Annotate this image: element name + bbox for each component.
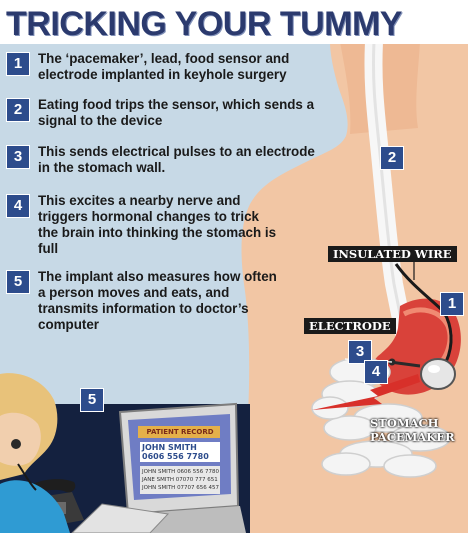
body-diagram	[0, 44, 468, 533]
screen-table-rows: JOHN SMITH 0606 556 7780 JANE SMITH 0707…	[142, 468, 220, 492]
step-1: 1 The ‘pacemaker’, lead, food sensor and…	[6, 51, 316, 88]
insulated-wire-label: INSULATED WIRE	[328, 246, 457, 262]
step-2-badge: 2	[6, 98, 30, 122]
keyboard	[71, 503, 170, 533]
screen-row1-num: 0606 556 7780	[177, 469, 220, 475]
diagram-badge-2: 2	[380, 146, 404, 170]
screen-row3-num: 07707 656 457	[177, 485, 220, 491]
screen-header-bar	[138, 426, 220, 438]
diagram-badge-5: 5	[80, 388, 104, 412]
intestines	[311, 357, 451, 478]
electrode-label: ELECTRODE	[304, 318, 396, 334]
screen-table	[140, 466, 220, 494]
step-1-badge: 1	[6, 52, 30, 76]
step-4: 4 This excites a nearby nerve and trigge…	[6, 193, 316, 258]
computer-scene	[0, 373, 250, 533]
step-5: 5 The implant also measures how often a …	[6, 269, 316, 340]
step-5-text: The implant also measures how often a pe…	[38, 269, 277, 332]
screen-row3-name: JOHN SMITH	[142, 485, 176, 491]
page-title: TRICKING YOUR TUMMY	[6, 5, 402, 43]
title-bar: TRICKING YOUR TUMMY	[0, 0, 468, 44]
screen-name-card	[140, 442, 220, 462]
screen-row2-name: JANE SMITH	[142, 477, 174, 483]
screen-name: JOHN SMITH	[142, 443, 197, 452]
step-3-text: This sends electrical pulses to an elect…	[38, 144, 315, 175]
step-4-badge: 4	[6, 194, 30, 218]
step-5-badge: 5	[6, 270, 30, 294]
pacemaker-device	[420, 358, 456, 390]
screen-row2-num: 07070 777 651	[175, 477, 218, 483]
diagram-badge-1: 1	[440, 292, 464, 316]
illustration: 1 The ‘pacemaker’, lead, food sensor and…	[0, 44, 468, 533]
step-4-text: This excites a nearby nerve and triggers…	[38, 193, 277, 256]
step-3-badge: 3	[6, 145, 30, 169]
operator-figure	[0, 373, 70, 533]
diagram-badge-4: 4	[364, 360, 388, 384]
signal-bolt	[312, 374, 420, 410]
screen-row1-name: JOHN SMITH	[142, 469, 176, 475]
step-2: 2 Eating food trips the sensor, which se…	[6, 97, 316, 134]
step-1-text: The ‘pacemaker’, lead, food sensor and e…	[38, 51, 290, 82]
stomach-pacemaker-label-line1: STOMACH	[370, 416, 439, 430]
screen-header: PATIENT RECORD	[146, 428, 214, 436]
step-3: 3 This sends electrical pulses to an ele…	[6, 144, 316, 181]
stomach-pacemaker-label-line2: PACEMAKER	[370, 430, 455, 444]
screen-number: 0606 556 7780	[142, 452, 209, 461]
step-2-text: Eating food trips the sensor, which send…	[38, 97, 315, 128]
